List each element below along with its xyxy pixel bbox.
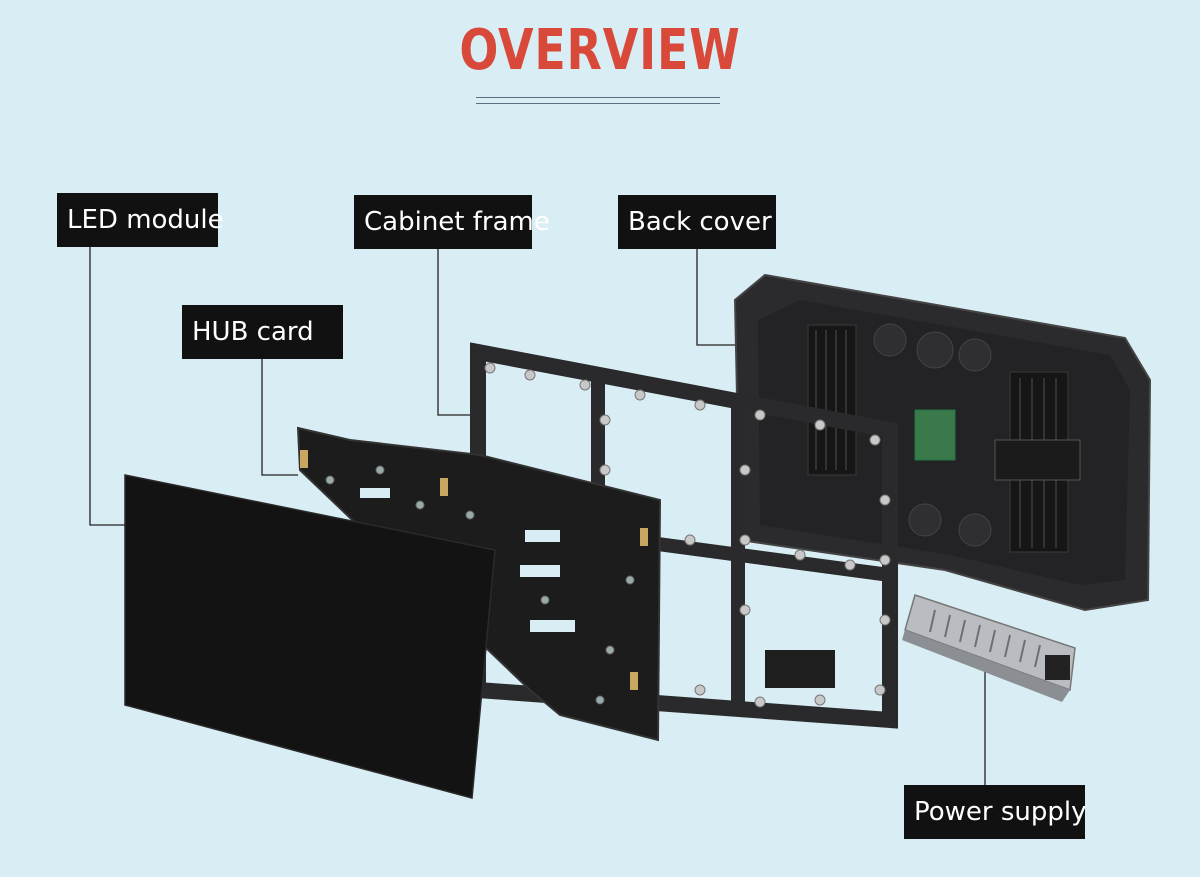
title-underline-top — [476, 97, 720, 98]
leader-line-led-module — [89, 247, 125, 526]
leader-line-hub-card — [261, 357, 298, 476]
led-module-image — [124, 474, 496, 799]
label-hub-card: HUB card — [182, 305, 343, 359]
leader-line-back-cover — [696, 247, 740, 346]
label-cabinet-frame: Cabinet frame — [354, 195, 550, 249]
leader-lines — [89, 247, 986, 785]
back-cover-image — [733, 273, 1152, 612]
label-back-cover: Back cover — [618, 195, 776, 249]
label-power-supply: Power supply — [904, 785, 1087, 839]
power-supply-image — [902, 594, 1076, 702]
page-title: OVERVIEW — [459, 18, 741, 83]
title-underline-bottom — [476, 103, 720, 104]
label-led-module: LED module — [57, 193, 224, 247]
leader-line-cabinet-frame — [437, 247, 478, 416]
